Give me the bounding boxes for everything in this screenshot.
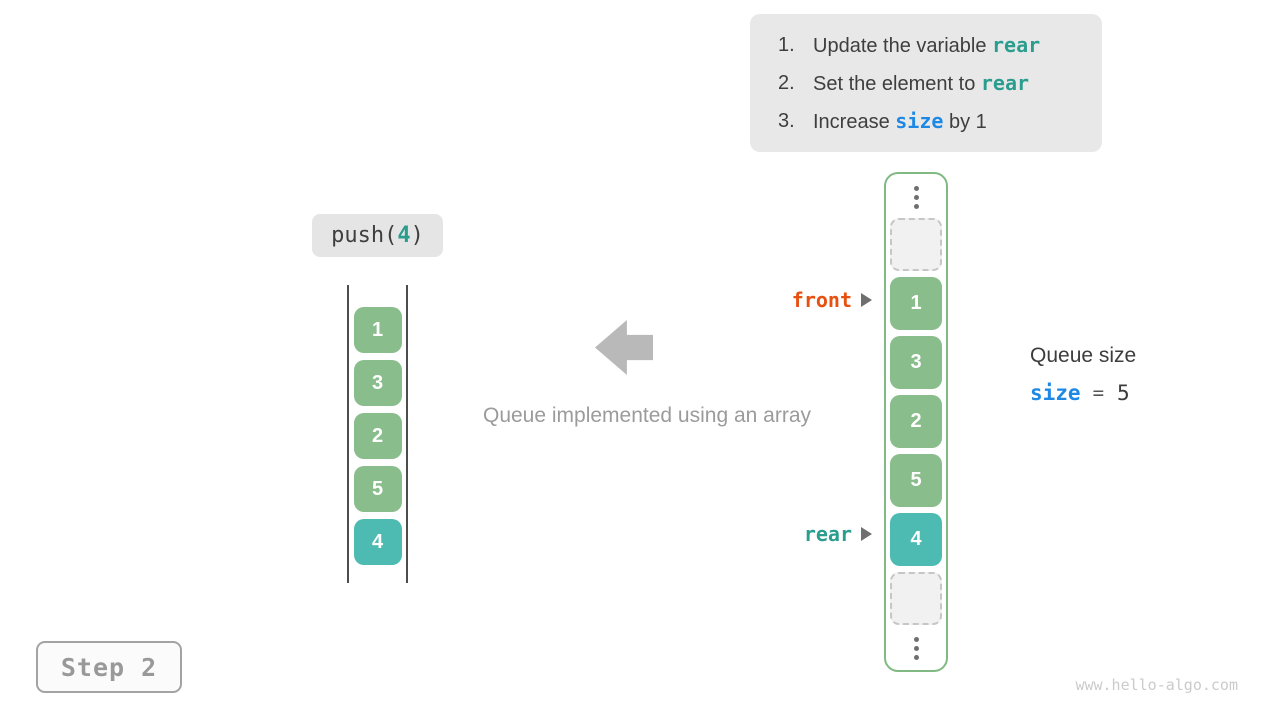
size-variable: size (1030, 381, 1081, 405)
instruction-item: 2. Set the element to rear (778, 65, 1092, 103)
queue-element: 2 (353, 413, 402, 459)
front-pointer: front (760, 288, 872, 312)
queue-element: 1 (353, 307, 402, 353)
ellipsis-vertical-icon (913, 635, 919, 661)
equals-sign: = (1092, 382, 1105, 404)
instruction-number: 3. (778, 110, 795, 132)
instruction-item: 1. Update the variable rear (778, 27, 1092, 65)
push-call-label: push(4) (312, 214, 443, 257)
push-call-suffix: ) (410, 223, 424, 248)
instruction-number: 1. (778, 34, 795, 56)
code-token-size: size (895, 109, 944, 133)
array-cell-new: 4 (890, 513, 942, 566)
instruction-prefix: Set the element to (813, 73, 981, 95)
instruction-text: Increase size by 1 (813, 103, 987, 141)
instructions-panel: 1. Update the variable rear 2. Set the e… (750, 14, 1102, 152)
array-container: 1 3 2 5 4 (884, 172, 948, 672)
rear-pointer: rear (760, 522, 872, 546)
caption-text: Queue implemented using an array (482, 404, 812, 427)
abstract-queue: 1 3 2 5 4 (347, 285, 408, 583)
step-badge: Step 2 (36, 641, 182, 693)
instruction-number: 2. (778, 72, 795, 94)
watermark: www.hello-algo.com (1075, 676, 1238, 694)
queue-size-panel: Queue size size = 5 (1030, 344, 1136, 405)
code-token-rear: rear (980, 71, 1030, 95)
rear-pointer-label: rear (803, 522, 852, 546)
instruction-text: Update the variable rear (813, 27, 1040, 65)
instruction-item: 3. Increase size by 1 (778, 103, 1092, 141)
front-pointer-label: front (791, 288, 852, 312)
array-cell: 5 (890, 454, 942, 507)
instruction-suffix: by 1 (943, 111, 987, 133)
ellipsis-vertical-icon (913, 184, 919, 210)
push-call-prefix: push( (331, 223, 398, 248)
instruction-text: Set the element to rear (813, 65, 1029, 103)
push-call-arg: 4 (397, 223, 411, 248)
queue-element-new: 4 (353, 519, 402, 565)
arrow-left-icon (595, 320, 653, 375)
queue-size-value-line: size = 5 (1030, 381, 1136, 405)
queue-element: 5 (353, 466, 402, 512)
arrow-right-icon (861, 527, 872, 541)
queue-size-title: Queue size (1030, 344, 1137, 367)
size-value: 5 (1117, 381, 1130, 405)
arrow-right-icon (861, 293, 872, 307)
instruction-prefix: Update the variable (813, 35, 993, 57)
array-cell: 1 (890, 277, 942, 330)
array-cell: 3 (890, 336, 942, 389)
array-cell-empty (890, 218, 942, 271)
array-cell: 2 (890, 395, 942, 448)
instruction-prefix: Increase (813, 111, 896, 133)
queue-element: 3 (353, 360, 402, 406)
array-cell-empty (890, 572, 942, 625)
code-token-rear: rear (992, 33, 1041, 57)
